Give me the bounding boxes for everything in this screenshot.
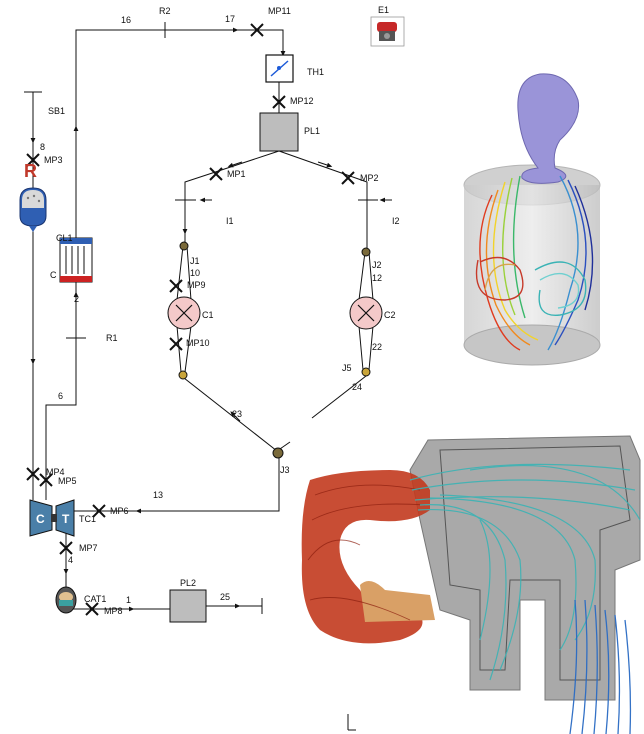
junction-j2[interactable]: [362, 248, 370, 256]
pipe-mp2[interactable]: [279, 151, 367, 204]
restriction-ticks: [155, 22, 175, 38]
label-j3: J3: [280, 465, 290, 475]
pipe-c1-out[interactable]: [177, 326, 191, 372]
label-pipe-22: 22: [372, 342, 382, 352]
label-mp7: MP7: [79, 543, 98, 553]
catalyst-cat1[interactable]: [56, 587, 76, 613]
tc-compressor-letter: C: [36, 512, 45, 526]
tc-turbine-letter: T: [62, 512, 70, 526]
label-pipe-8: 8: [40, 142, 45, 152]
label-mp3: MP3: [44, 155, 63, 165]
label-j5: J5: [342, 363, 352, 373]
label-pipe-14: 4: [68, 555, 73, 565]
pipe-16-17[interactable]: [76, 30, 283, 238]
label-pipe-17: 17: [225, 14, 235, 24]
label-pipe-10: 10: [190, 268, 200, 278]
label-j1: J1: [190, 256, 200, 266]
cfd-cylinder-render: [464, 74, 600, 365]
air-filter-sb1[interactable]: [20, 188, 46, 232]
plenum-pl2[interactable]: [170, 590, 206, 622]
label-pipe-2: 2: [74, 294, 79, 304]
label-mp11: MP11: [268, 6, 291, 16]
cfd-manifold-render: [300, 420, 644, 734]
junction-j5[interactable]: [362, 368, 370, 376]
label-mp8: MP8: [104, 606, 123, 616]
label-th1: TH1: [307, 67, 324, 77]
label-mp9: MP9: [187, 280, 206, 290]
label-pipe-6: 6: [58, 391, 63, 401]
label-cl1: CL1: [56, 233, 73, 243]
pipe-c2-out[interactable]: [359, 326, 373, 370]
label-r2: R2: [159, 6, 171, 16]
label-c2: C2: [384, 310, 396, 320]
turbocharger-tc1[interactable]: C T: [30, 500, 74, 536]
label-j2: J2: [372, 260, 382, 270]
restriction-r-icon[interactable]: R: [24, 161, 37, 181]
pipe-13[interactable]: [74, 455, 279, 511]
label-pipe-1: 1: [126, 595, 131, 605]
label-c-side: C: [50, 270, 57, 280]
cylinder-c2[interactable]: [350, 297, 382, 329]
label-r1: R1: [106, 333, 118, 343]
label-pipe-16: 16: [121, 15, 131, 25]
label-pipe-12: 12: [372, 273, 382, 283]
engine-e1-icon[interactable]: [371, 17, 404, 46]
plenum-pl1[interactable]: [260, 113, 298, 151]
label-mp2: MP2: [360, 173, 379, 183]
mp9-marker[interactable]: [170, 280, 182, 292]
pipe-j2-c2[interactable]: [359, 252, 373, 300]
cooler-cl1[interactable]: [60, 238, 92, 282]
junction-j1[interactable]: [180, 242, 188, 250]
junction-j1-out[interactable]: [179, 371, 187, 379]
label-c1: C1: [202, 310, 214, 320]
label-mp1: MP1: [227, 169, 246, 179]
cylinder-c1[interactable]: [168, 297, 200, 329]
label-pipe-24: 24: [352, 382, 362, 392]
label-i2: I2: [392, 216, 400, 226]
label-pipe-25: 25: [220, 592, 230, 602]
label-pl1: PL1: [304, 126, 320, 136]
junction-j3[interactable]: [273, 448, 283, 458]
label-mp6: MP6: [110, 506, 129, 516]
mp1-marker[interactable]: [210, 168, 222, 180]
label-pl2: PL2: [180, 578, 196, 588]
r-letter: R: [24, 161, 37, 181]
label-e1: E1: [378, 5, 389, 15]
label-cat1: CAT1: [84, 594, 106, 604]
label-mp10: MP10: [186, 338, 210, 348]
label-pipe-23: 23: [232, 409, 242, 419]
throttle-th1[interactable]: [266, 55, 293, 82]
pipe-23[interactable]: [184, 378, 277, 451]
label-sb1: SB1: [48, 106, 65, 116]
mp2-marker[interactable]: [342, 172, 354, 184]
label-i1: I1: [226, 216, 234, 226]
pipe-j1-c1[interactable]: [177, 246, 191, 300]
label-pipe-13: 13: [153, 490, 163, 500]
mp10-marker[interactable]: [170, 338, 182, 350]
label-mp12: MP12: [290, 96, 314, 106]
label-tc1: TC1: [79, 514, 96, 524]
label-mp5: MP5: [58, 476, 77, 486]
